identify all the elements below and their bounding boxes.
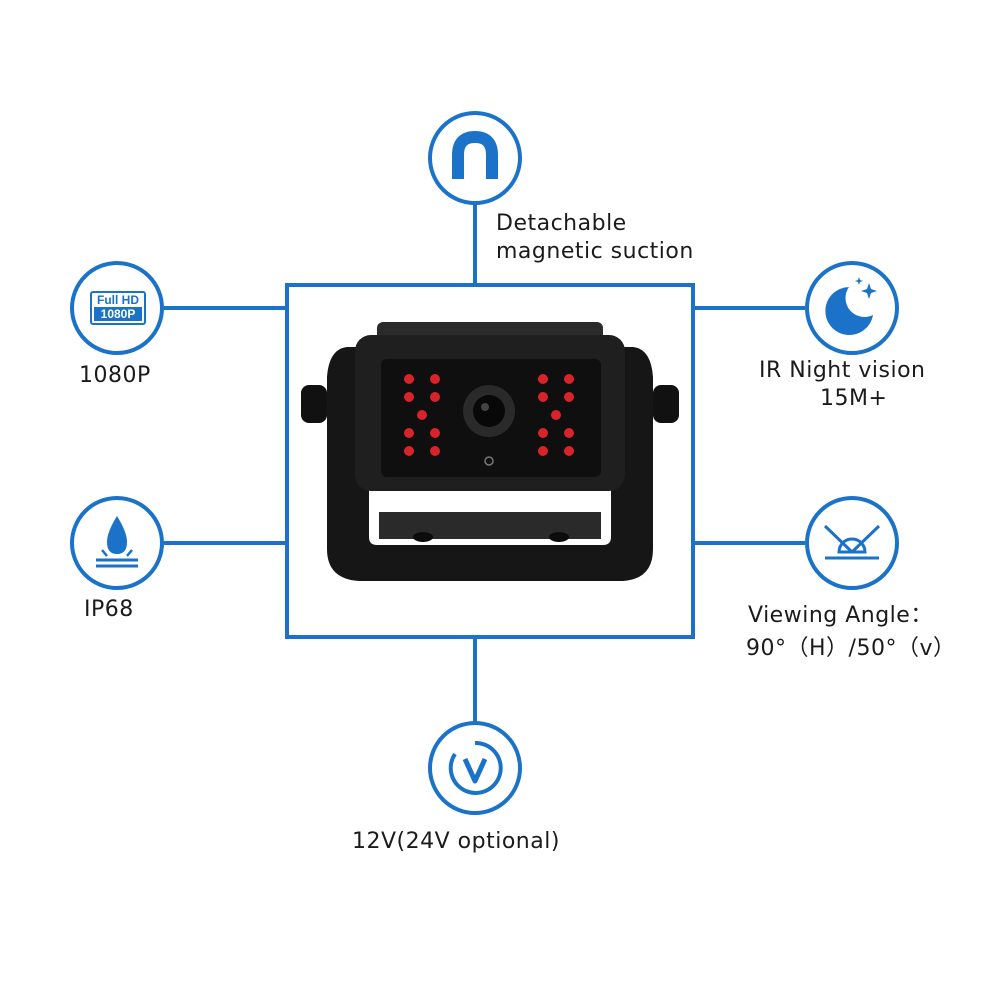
voltage-feature-circle [428,721,522,815]
magnet-label-line1: Detachable [496,211,627,236]
connector-top [473,200,477,285]
voltage-icon [448,740,503,795]
night-vision-label-line1: IR Night vision [759,358,926,383]
viewing-angle-label-line2: 90°（H）/50°（v） [746,636,956,661]
full-hd-badge-top: Full HD [97,293,139,307]
full-hd-icon: Full HD 1080P [90,291,146,325]
voltage-label: 12V(24V optional) [352,829,560,854]
water-drop-icon [96,516,138,568]
viewing-angle-feature-circle [805,496,899,590]
magnet-icon [452,130,498,179]
ip68-label: IP68 [84,597,134,622]
night-vision-label-line2: 15M+ [820,386,888,411]
connector-right-bottom [693,541,805,545]
full-hd-badge-bottom: 1080P [94,307,142,321]
product-frame [285,283,695,639]
fullhd-feature-circle: Full HD 1080P [70,261,164,355]
connector-left-bottom [164,541,287,545]
camera-image [301,322,679,581]
connector-left-top [164,306,287,310]
connector-right-top [693,306,805,310]
viewing-angle-icon [823,524,881,560]
night-moon-icon [825,277,877,335]
night-vision-feature-circle [805,261,899,355]
fullhd-label: 1080P [79,363,151,388]
connector-bottom [473,637,477,722]
ip68-feature-circle [70,496,164,590]
magnet-label-line2: magnetic suction [496,239,694,264]
magnet-feature-circle [428,111,522,205]
viewing-angle-label-line1: Viewing Angle： [748,603,933,628]
